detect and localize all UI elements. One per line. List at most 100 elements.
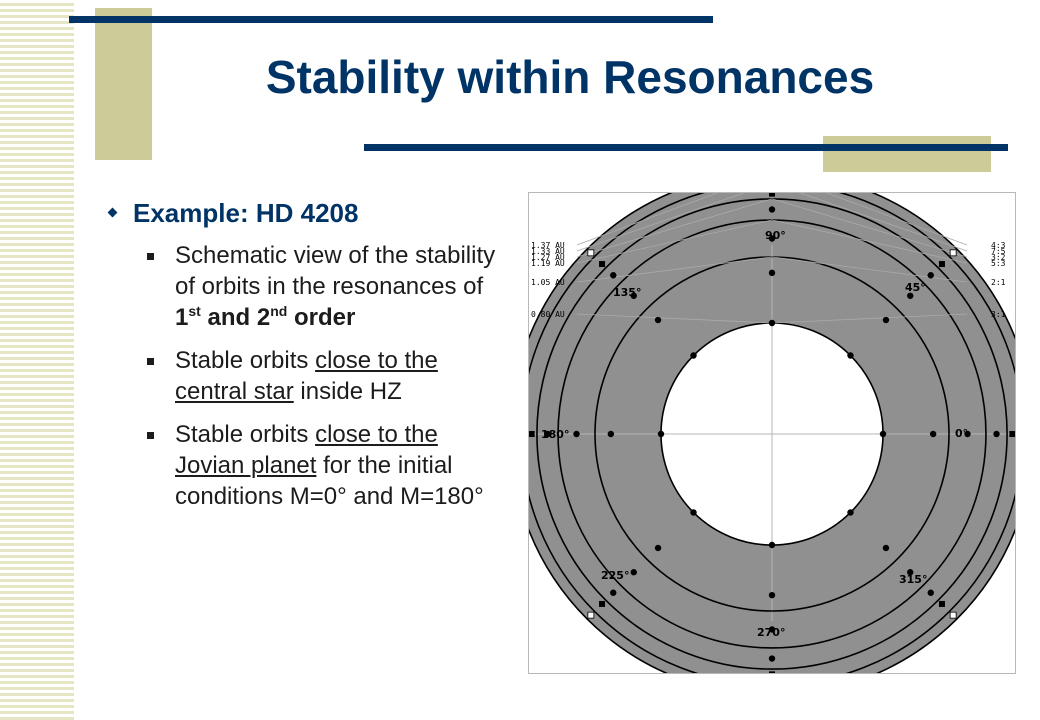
au-label: 1.05 AU — [531, 278, 565, 287]
stable-orbit-marker — [768, 206, 776, 213]
decorative-bar-bottom — [364, 144, 1008, 151]
au-guide-line — [576, 193, 719, 246]
angle-label: 225° — [601, 569, 629, 582]
au-label: 1.27 AU — [531, 253, 565, 262]
au-guide-line — [576, 256, 773, 283]
stable-orbit-marker — [768, 626, 776, 633]
au-label: 1.19 AU — [531, 259, 565, 268]
stable-orbit-marker — [768, 591, 776, 599]
angle-label: 0° — [955, 427, 968, 440]
orbit-circle — [557, 219, 987, 649]
stability-ring — [529, 193, 1015, 673]
chaotic-orbit-marker — [938, 600, 945, 607]
slide-title: Stability within Resonances — [265, 51, 875, 103]
example-heading: Example: HD 4208 — [105, 196, 505, 230]
stable-orbit-marker — [847, 352, 854, 359]
resonance-label: 3:2 — [991, 253, 1006, 262]
chaotic-orbit-marker — [938, 261, 945, 268]
bullet-list: Schematic view of the stability of orbit… — [105, 240, 505, 512]
decorative-bar-top — [69, 16, 713, 23]
stable-orbit-marker — [768, 319, 776, 327]
au-label: 1.37 AU — [531, 241, 565, 250]
chaotic-orbit-marker — [769, 671, 775, 673]
order-text: 1st and 2nd order — [175, 304, 355, 331]
au-guide-line — [576, 219, 773, 264]
stable-orbit-marker — [630, 569, 637, 576]
resonance-guide-line — [771, 219, 968, 264]
au-label: 0.80 AU — [531, 310, 565, 319]
stable-orbit-marker — [573, 430, 580, 438]
orbit-circle — [536, 198, 1008, 670]
order-and: and — [200, 304, 257, 331]
stable-orbit-marker — [654, 316, 662, 324]
stable-orbit-marker — [630, 292, 637, 299]
resonance-label: 3:1 — [991, 310, 1006, 319]
resonance-guide-line — [771, 313, 968, 324]
stable-orbit-marker — [882, 544, 890, 552]
stable-orbit-marker — [607, 430, 615, 438]
resonance-label: 7:5 — [991, 247, 1006, 256]
bullet-text: Stable orbits — [175, 347, 316, 374]
escape-orbit-marker — [587, 611, 595, 619]
stable-orbit-marker — [544, 430, 551, 438]
au-guide-line — [576, 193, 745, 252]
stable-orbit-marker — [690, 509, 697, 516]
bullet-central-star: Stable orbits close to the central star … — [147, 345, 505, 407]
au-guide-line — [576, 198, 773, 258]
stability-diagram: 1.37 AU 4:3 1.33 AU 7:5 1.27 AU 3:2 1.19 AU 5:3… — [528, 192, 1016, 674]
underlined-text: close to the Jovian planet — [175, 421, 438, 479]
stable-orbit-marker — [768, 655, 776, 662]
order-second: 2 — [256, 304, 271, 331]
stable-orbit-marker — [879, 430, 887, 438]
stable-orbit-marker — [768, 235, 776, 242]
bullet-text: inside HZ — [293, 378, 402, 405]
angle-label: 45° — [905, 281, 926, 294]
resonance-label: 4:3 — [991, 241, 1006, 250]
stable-orbit-marker — [690, 352, 697, 359]
bullet-schematic-view: Schematic view of the stability of orbit… — [147, 240, 505, 333]
au-label: 1.33 AU — [531, 247, 565, 256]
stable-orbit-marker — [657, 430, 665, 438]
stable-orbit-marker — [907, 569, 914, 576]
stable-orbit-marker — [768, 269, 776, 277]
decorative-stripes — [0, 0, 74, 720]
bullet-text: Schematic view of the stability of orbit… — [175, 242, 496, 300]
order-first-suffix: st — [188, 303, 201, 319]
angle-label: 315° — [899, 573, 927, 586]
chaotic-orbit-marker — [769, 193, 775, 197]
decorative-block-left — [95, 8, 152, 160]
stable-orbit-marker — [964, 430, 971, 438]
underlined-text: close to the central star — [175, 347, 438, 405]
chaotic-orbit-marker — [529, 431, 535, 437]
bullet-text: Stable orbits — [175, 421, 316, 448]
escape-orbit-marker — [587, 249, 595, 257]
stable-orbit-marker — [907, 292, 914, 299]
chaotic-orbit-marker — [1009, 431, 1015, 437]
stable-orbit-marker — [610, 589, 617, 596]
resonance-guide-line — [825, 193, 968, 246]
slide-content: Example: HD 4208 Schematic view of the s… — [105, 196, 505, 524]
orbit-diagram-svg: 1.37 AU 4:3 1.33 AU 7:5 1.27 AU 3:2 1.19 AU 5:3… — [529, 193, 1015, 673]
resonance-guide-line — [771, 198, 968, 258]
order-second-suffix: nd — [270, 303, 288, 319]
decorative-block-right — [823, 136, 991, 172]
resonance-guide-line — [799, 193, 968, 252]
escape-orbit-marker — [949, 611, 957, 619]
stable-orbit-marker — [927, 272, 934, 279]
stable-orbit-marker — [768, 541, 776, 549]
chaotic-orbit-marker — [599, 600, 606, 607]
stable-orbit-marker — [929, 430, 937, 438]
stable-orbit-marker — [927, 589, 934, 596]
bullet-text: for the initial conditions M=0° and M=18… — [175, 452, 484, 510]
au-guide-line — [576, 313, 773, 324]
resonance-guide-line — [771, 256, 968, 283]
stable-orbit-marker — [993, 430, 1000, 438]
stable-orbit-marker — [882, 316, 890, 324]
chaotic-orbit-marker — [599, 261, 606, 268]
resonance-label: 5:3 — [991, 259, 1006, 268]
escape-orbit-marker — [949, 249, 957, 257]
stable-orbit-marker — [847, 509, 854, 516]
angle-label: 135° — [613, 286, 641, 299]
stable-orbit-marker — [610, 272, 617, 279]
bullet-jovian-planet: Stable orbits close to the Jovian planet… — [147, 419, 505, 512]
